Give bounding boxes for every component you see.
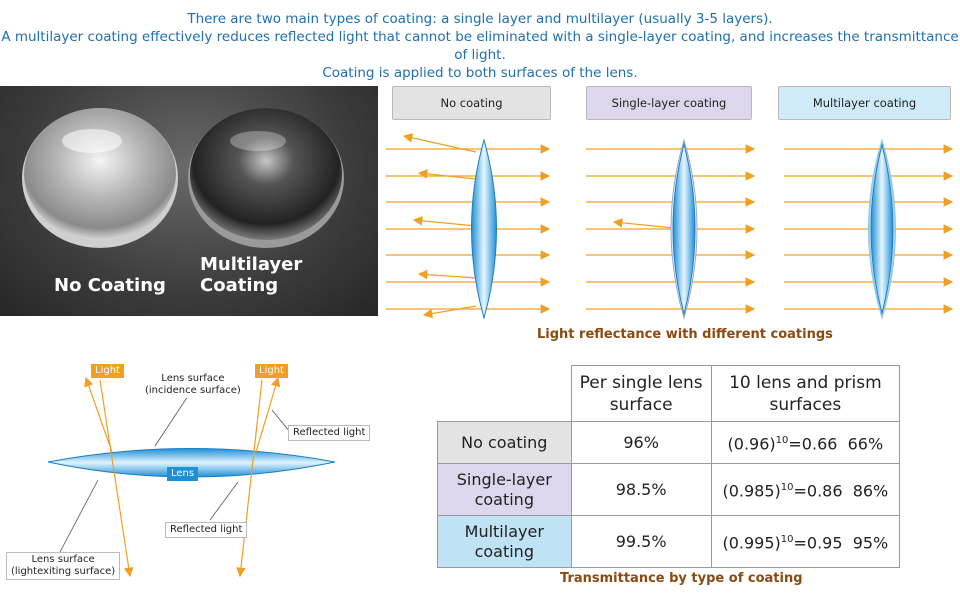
right-light-ray <box>236 379 263 578</box>
no-coating-photo-label: No Coating <box>54 275 166 296</box>
cell-per-surface: 99.5% <box>570 515 712 568</box>
lens-photo-graphic <box>22 108 344 248</box>
left-light-ray <box>99 379 134 578</box>
light-tag-right: Light <box>255 364 288 378</box>
multilayer-diagram <box>784 138 954 320</box>
incidence-surface-label: Lens surface (incidence surface) <box>141 372 245 398</box>
no-coating-diagram <box>386 133 551 320</box>
single-layer-box: Single-layer coating <box>586 86 752 120</box>
base-value: (0.995) <box>722 533 781 553</box>
lens-photo: No Coating Multilayer Coating <box>0 86 378 316</box>
exponent: 10 <box>780 533 794 545</box>
right-reflected-ray <box>255 376 281 453</box>
multilayer-box: Multilayer coating <box>778 86 951 120</box>
table-corner <box>437 365 572 422</box>
row-label-single-layer: Single-layer coating <box>437 463 572 516</box>
exit-leader <box>59 479 99 553</box>
result-value: =0.86 86% <box>793 481 889 501</box>
table-row: Single-layer coating 98.5% (0.985)10=0.8… <box>437 463 901 516</box>
incidence-leader <box>154 395 189 447</box>
reflected-top-leader <box>271 409 291 433</box>
reflectance-diagrams <box>386 133 954 320</box>
row-label-no-coating: No coating <box>437 421 572 464</box>
lens-shape <box>47 448 336 478</box>
lens-cross-section <box>47 376 336 578</box>
header-text: There are two main types of coating: a s… <box>0 10 960 82</box>
left-reflected-ray <box>84 376 113 453</box>
cell-per-surface: 98.5% <box>570 463 712 516</box>
exit-surface-label: Lens surface (lightexiting surface) <box>6 552 121 580</box>
multilayer-photo-label: Multilayer Coating <box>200 254 303 296</box>
table-header-row: Per single lens surface 10 lens and pris… <box>437 365 901 422</box>
reflected-bottom-leader <box>209 481 239 521</box>
exponent: 10 <box>775 434 789 446</box>
reflectance-caption: Light reflectance with different coating… <box>537 327 833 342</box>
col-per-surface: Per single lens surface <box>570 365 712 422</box>
exponent: 10 <box>780 481 794 493</box>
light-tag-left: Light <box>91 364 124 378</box>
reflected-light-bottom-label: Reflected light <box>165 522 248 538</box>
cell-ten-surfaces: (0.96)10=0.66 66% <box>710 421 901 464</box>
base-value: (0.96) <box>727 434 776 454</box>
result-value: =0.66 66% <box>788 434 884 454</box>
cell-per-surface: 96% <box>570 421 712 464</box>
result-value: =0.95 95% <box>793 533 889 553</box>
header-line-3: Coating is applied to both surfaces of t… <box>322 65 638 81</box>
cell-ten-surfaces: (0.985)10=0.86 86% <box>710 463 901 516</box>
row-label-multilayer: Multilayer coating <box>437 515 572 568</box>
base-value: (0.985) <box>722 481 781 501</box>
cell-ten-surfaces: (0.995)10=0.95 95% <box>710 515 901 568</box>
transmittance-caption: Transmittance by type of coating <box>560 571 803 586</box>
header-line-1: There are two main types of coating: a s… <box>187 11 773 27</box>
reflected-light-top-label: Reflected light <box>288 425 371 441</box>
single-layer-diagram <box>586 138 756 320</box>
clear-lens <box>22 108 178 248</box>
col-ten-surfaces: 10 lens and prism surfaces <box>710 365 901 422</box>
transmittance-table: Per single lens surface 10 lens and pris… <box>437 365 901 568</box>
table-row: No coating 96% (0.96)10=0.66 66% <box>437 421 901 464</box>
no-coating-box: No coating <box>392 86 551 120</box>
table-row: Multilayer coating 99.5% (0.995)10=0.95 … <box>437 515 901 568</box>
lens-label: Lens <box>167 467 199 481</box>
header-line-2: A multilayer coating effectively reduces… <box>1 29 959 63</box>
coated-lens <box>188 108 344 248</box>
